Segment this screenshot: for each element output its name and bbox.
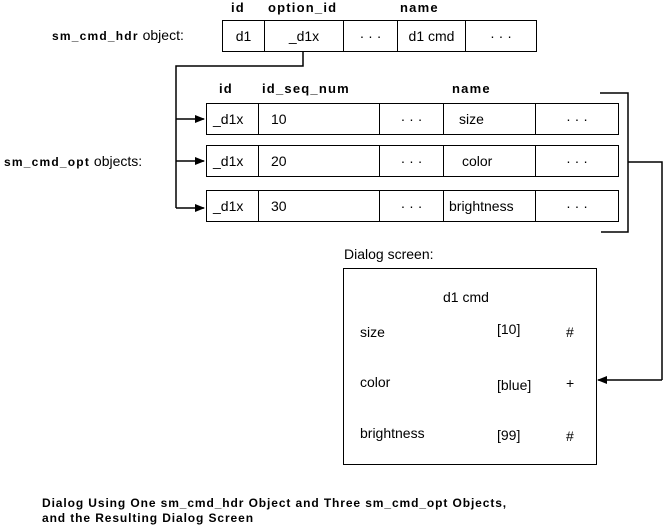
opt-row-3-ellipsis-2: · · ·	[535, 190, 619, 222]
hdr-col-name: name	[400, 0, 439, 15]
opt-row-3-name: brightness	[443, 190, 536, 222]
opt-row-3-id: _d1x	[206, 190, 259, 222]
hdr-col-id: id	[231, 0, 245, 15]
opt-row-1-seq: 10	[258, 103, 380, 135]
dialog-field-value[interactable]: [10]	[497, 321, 521, 337]
dialog-field-mark: #	[566, 428, 574, 444]
opt-row-1-ellipsis-1: · · ·	[379, 103, 444, 135]
figure-caption: Dialog Using One sm_cmd_hdr Object and T…	[42, 496, 507, 526]
opt-col-name: name	[452, 81, 491, 96]
opt-row-3-ellipsis-1: · · ·	[379, 190, 444, 222]
opt-col-id-seq-num: id_seq_num	[262, 81, 350, 96]
opt-row-1-ellipsis-2: · · ·	[535, 103, 619, 135]
opt-row-2-ellipsis-1: · · ·	[379, 145, 444, 177]
dialog-field-label: color	[360, 374, 391, 390]
opt-objects-label: sm_cmd_opt objects:	[4, 153, 142, 169]
opt-row-3-seq: 30	[258, 190, 380, 222]
opt-row-2-id: _d1x	[206, 145, 259, 177]
caption-line-2: and the Resulting Dialog Screen	[42, 511, 254, 525]
opt-row-1-id: _d1x	[206, 103, 259, 135]
dialog-field-value[interactable]: [99]	[497, 427, 521, 443]
hdr-object-suffix: object:	[142, 27, 184, 43]
dialog-screen-label: Dialog screen:	[344, 246, 434, 262]
hdr-cell-name: d1 cmd	[397, 20, 466, 52]
opt-row-1-name: size	[443, 103, 536, 135]
hdr-cell-ellipsis-1: · · ·	[343, 20, 398, 52]
opt-objects-name: sm_cmd_opt	[4, 155, 91, 169]
hdr-col-option-id: option_id	[268, 0, 338, 15]
dialog-screen: d1 cmd size [10] # color [blue] + bright…	[343, 268, 597, 465]
hdr-object-name: sm_cmd_hdr	[52, 29, 139, 43]
opt-row-2-name: color	[443, 145, 536, 177]
dialog-link-line	[628, 161, 663, 380]
dialog-field-label: size	[360, 324, 385, 340]
caption-line-1: Dialog Using One sm_cmd_hdr Object and T…	[42, 496, 508, 510]
opt-col-id: id	[219, 81, 233, 96]
dialog-field-label: brightness	[360, 425, 425, 441]
hdr-object-label: sm_cmd_hdr object:	[52, 27, 184, 43]
dialog-field-mark: +	[566, 375, 575, 391]
opt-row-2-seq: 20	[258, 145, 380, 177]
option-link-line	[175, 52, 304, 208]
dialog-title: d1 cmd	[443, 289, 489, 305]
hdr-cell-id: d1	[222, 20, 265, 52]
hdr-cell-ellipsis-2: · · ·	[465, 20, 537, 52]
hdr-cell-option-id: _d1x	[264, 20, 344, 52]
opt-objects-suffix: objects:	[93, 153, 143, 169]
opt-row-2-ellipsis-2: · · ·	[535, 145, 619, 177]
dialog-field-mark: #	[566, 324, 574, 340]
dialog-field-value[interactable]: [blue]	[497, 377, 532, 393]
